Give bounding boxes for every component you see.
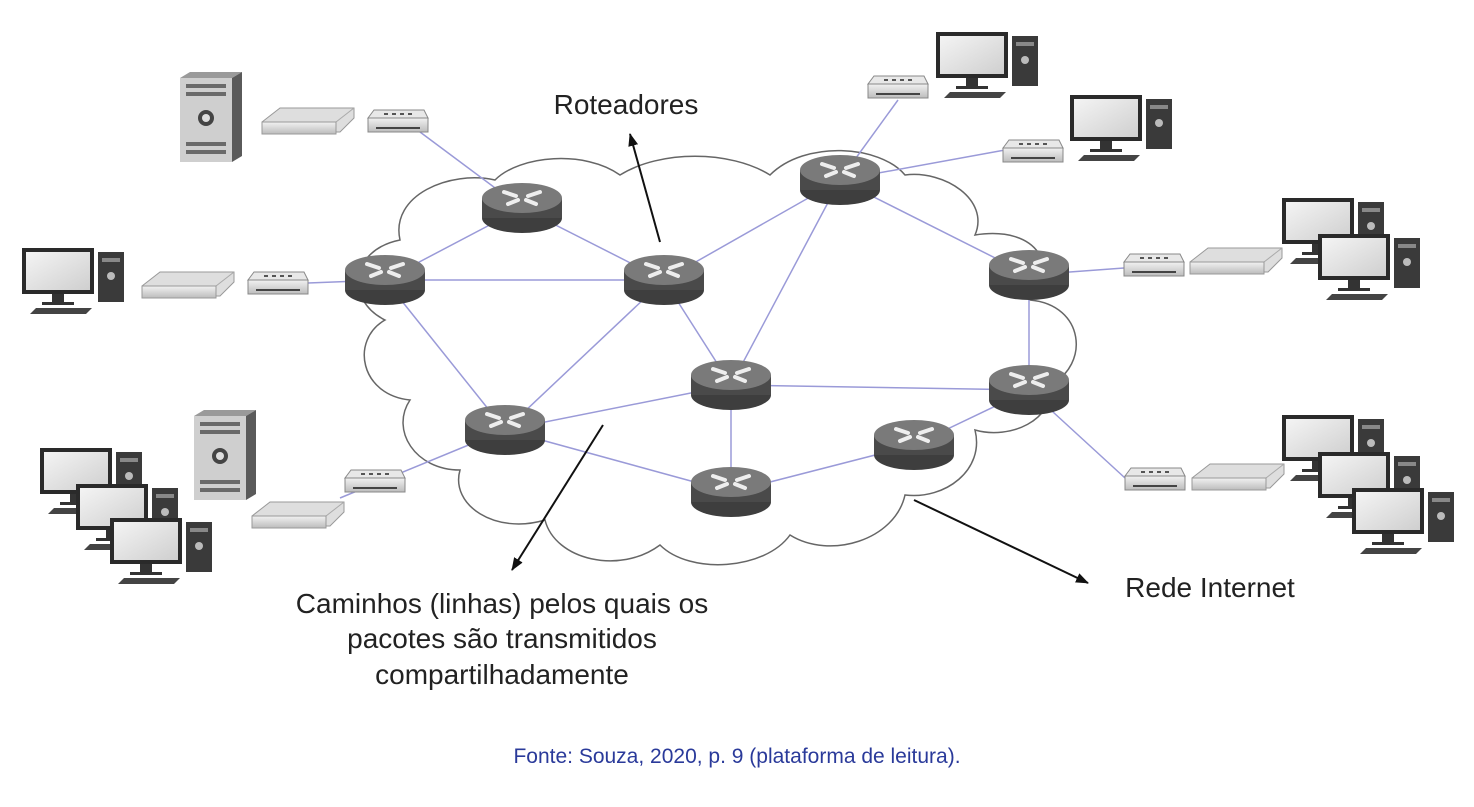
paths-label-line3: compartilhadamente [375, 659, 629, 690]
router-icon [689, 465, 773, 519]
desktop-computer-icon [1318, 234, 1420, 300]
router-icon [463, 403, 547, 457]
switch-icon [867, 75, 929, 99]
modem-icon [251, 501, 345, 529]
router-icon [622, 253, 706, 307]
desktop-computer-icon [1070, 95, 1172, 161]
switch-icon [367, 109, 429, 133]
switch-icon [1002, 139, 1064, 163]
modem-icon [141, 271, 235, 299]
annotation-arrows [511, 133, 1089, 584]
desktop-computer-icon [110, 518, 212, 584]
router-icon [798, 153, 882, 207]
switch-icon [247, 271, 309, 295]
paths-label-line2: pacotes são transmitidos [347, 623, 657, 654]
modem-icon [261, 107, 355, 135]
paths-label-line1: Caminhos (linhas) pelos quais os [296, 588, 708, 619]
arrow-icon [913, 499, 1089, 584]
server-tower-icon [180, 72, 242, 162]
switch-icon [1123, 253, 1185, 277]
router-icon [480, 181, 564, 235]
client-mid-left [22, 248, 309, 314]
client-top-left [180, 72, 429, 162]
desktop-computer-icon [22, 248, 124, 314]
desktop-computer-icon [936, 32, 1038, 98]
switch-icon [1124, 467, 1186, 491]
router-icon [343, 253, 427, 307]
modem-icon [1191, 463, 1285, 491]
desktop-computer-icon [1352, 488, 1454, 554]
client-mid-right [1123, 198, 1420, 300]
router-icon [872, 418, 956, 472]
routers-label: Roteadores [554, 89, 699, 120]
arrow-icon [511, 424, 604, 571]
client-top-right [867, 32, 1172, 163]
modem-icon [1189, 247, 1283, 275]
router-icon [689, 358, 773, 412]
server-tower-icon [194, 410, 256, 500]
internet-label: Rede Internet [1125, 572, 1295, 603]
source-caption: Fonte: Souza, 2020, p. 9 (plataforma de … [513, 745, 961, 768]
client-bottom-left [40, 410, 406, 584]
client-bottom-right [1124, 415, 1454, 554]
arrow-icon [628, 133, 661, 243]
switch-icon [344, 469, 406, 493]
router-icon [987, 248, 1071, 302]
router-icon [987, 363, 1071, 417]
